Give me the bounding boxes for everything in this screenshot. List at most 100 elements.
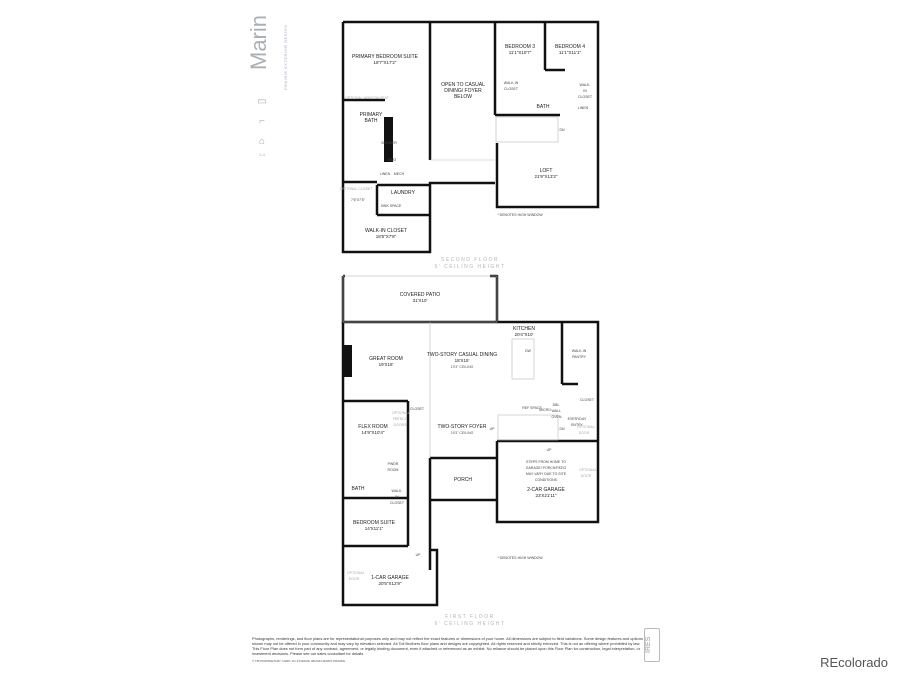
room-dim: 11'1"X11'1" [558, 50, 582, 55]
room-name: 2-CAR GARAGE [527, 487, 565, 493]
room-name: WALK-IN CLOSET [364, 228, 408, 234]
room-name: WALK-IN PANTRY [571, 349, 587, 359]
kitchen-island [511, 338, 535, 380]
brand-watermark: REcolorado [820, 655, 888, 670]
room-name: LAUNDRY [391, 190, 415, 196]
ref-space: REF SPACE [522, 406, 542, 410]
stairs-up: UP [489, 427, 495, 431]
room-linen-2: LINEN [380, 171, 390, 177]
fireplace [343, 345, 352, 377]
first-floor-walls [341, 274, 600, 607]
room-name: GREAT ROOM [369, 356, 403, 362]
room-name: SHOWER [381, 141, 397, 145]
room-name: FLEX ROOM [358, 424, 388, 430]
room-name: BEDROOM 3 [504, 44, 536, 50]
optional-door-entry: OPTIONAL DOOR [577, 425, 595, 435]
high-window-note: * DENOTES HIGH WINDOW [497, 213, 543, 217]
room-name: LINEN [577, 106, 589, 110]
room-name: MECH [393, 172, 405, 176]
room-name: PRIMARY BEDROOM SUITE [352, 54, 418, 60]
room-closet-entry: CLOSET [580, 397, 594, 403]
room-dim: 14'X11'1" [364, 526, 384, 531]
room-name: CLOSET [579, 398, 595, 402]
room-walk-in-closet-b3: WALK-IN CLOSET [502, 80, 520, 92]
room-powder-room: PWDR ROOM [386, 461, 400, 473]
room-dim: 19'X18' [378, 362, 394, 367]
room-dim: 18'5"X7'8" [375, 234, 397, 239]
floor-name: SECOND FLOOR [440, 257, 500, 263]
ceiling-height: 9' CEILING HEIGHT [434, 264, 506, 270]
stairs-dn: DN [559, 427, 565, 431]
room-mech: MECH [394, 171, 404, 177]
ires-badge: IRES [644, 628, 660, 662]
room-name: SEAT [387, 158, 397, 162]
room-dim: 20'5"X12'9" [378, 581, 402, 586]
room-name: COVERED PATIO [399, 292, 441, 298]
optional-closet: OPTIONAL CLOSET [339, 187, 373, 191]
optional-french-doors: OPTIONAL FRENCH DOORS [392, 411, 410, 427]
room-dim: 20'4"X10' [514, 332, 534, 337]
optional-window-seat: OPTIONAL WINDOW SEAT [345, 96, 389, 100]
room-walk-in-closet: WALK-IN CLOSET [390, 488, 404, 506]
optional-door-1-car: OPTIONAL DOOR [347, 571, 365, 581]
shower-wall [384, 117, 393, 162]
room-name: BEDROOM 4 [554, 44, 586, 50]
room-name: WALK-IN CLOSET [578, 83, 593, 99]
room-primary-bath: PRIMARY BATH [359, 112, 383, 124]
room-name: WALK-IN CLOSET [390, 489, 405, 505]
room-name: LINEN [379, 172, 391, 176]
room-open-to-below: OPEN TO CASUAL DINING/ FOYER BELOW [438, 82, 488, 100]
side-steps-up: UP [415, 553, 421, 557]
room-everyday-entry: EVERYDAY ENTRY [567, 416, 587, 428]
garage-steps-up: UP [546, 448, 552, 452]
room-name: LOFT [539, 168, 553, 174]
high-window-note: * DENOTES HIGH WINDOW [497, 556, 543, 560]
room-linen: LINEN [578, 105, 588, 111]
dbl-wall-oven: DBL WALL OVEN [551, 403, 562, 419]
room-walk-in-closet-b4: WALK-IN CLOSET [578, 82, 592, 100]
room-closet-flex: CLOSET [410, 406, 424, 412]
room-porch: PORCH [454, 477, 472, 483]
room-dim: 14'9"X10'4" [361, 430, 385, 435]
elevation-icons: ▭ ⌐ ⌂ 2-4 [254, 92, 270, 157]
sofa-icon: ▭ [257, 96, 267, 107]
room-dim: 23'X21'11" [535, 493, 557, 498]
room-dim: 18'7"X17'2" [373, 60, 397, 65]
room-dim: 21'9"X13'2" [534, 174, 558, 179]
room-name: PWDR ROOM [387, 462, 399, 472]
room-name: 1-CAR GARAGE [371, 575, 409, 581]
room-seat: SEAT [388, 157, 397, 163]
ceiling-height: 9' CEILING HEIGHT [434, 621, 506, 627]
garage-icon: ⌂ [258, 136, 266, 147]
room-ceiling: 19'3" CEILING [450, 365, 474, 369]
garage-steps-note: STEPS FROM HOME TO GARAGE/ PORCH/PATIO M… [525, 460, 567, 482]
sink-space: SINK SPACE [380, 204, 402, 208]
stairs-dn: DN [559, 128, 565, 132]
room-name: KITCHEN [513, 326, 535, 332]
room-walk-in-pantry: WALK-IN PANTRY [571, 348, 587, 360]
elevation-icon-label: 2-4 [259, 152, 265, 157]
floor-name: FIRST FLOOR [445, 614, 495, 620]
room-name: BATH [351, 486, 365, 492]
disclaimer: Photographs, renderings, and floor plans… [252, 636, 643, 656]
room-dim: 11'1"X10'7" [508, 50, 532, 55]
room-name: WALK-IN CLOSET [503, 81, 519, 91]
room-bath: BATH [352, 486, 365, 492]
room-name: BATH [536, 104, 550, 110]
room-name: PORCH [453, 477, 473, 483]
